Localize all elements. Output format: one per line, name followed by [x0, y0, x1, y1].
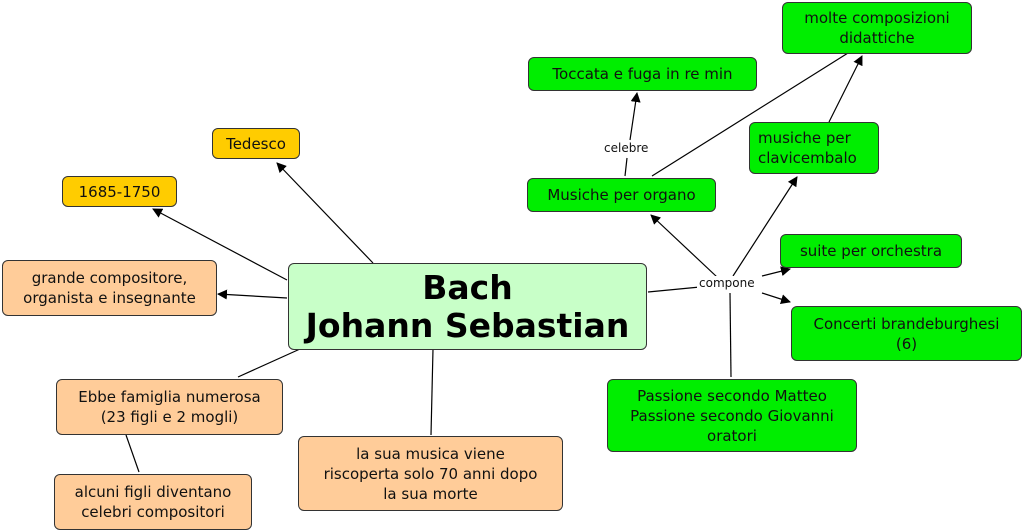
central-node-bach[interactable]: Bach Johann Sebastian [288, 263, 647, 350]
link-figli [125, 434, 140, 473]
link-tedesco [276, 162, 374, 264]
link-passione [729, 292, 732, 378]
node-suite-orchestra[interactable]: suite per orchestra [780, 234, 962, 268]
link-organo [650, 214, 718, 278]
node-riscoperta[interactable]: la sua musica viene riscoperta solo 70 a… [298, 436, 563, 511]
node-famiglia[interactable]: Ebbe famiglia numerosa (23 figli e 2 mog… [56, 379, 283, 435]
link-riscoperta [430, 348, 434, 436]
node-passione[interactable]: Passione secondo Matteo Passione secondo… [607, 379, 857, 452]
link-suite [761, 266, 791, 277]
link-organo-didattiche [651, 52, 849, 177]
link-label-compone: compone [697, 276, 757, 290]
link-didattiche [828, 55, 863, 123]
link-toccata [629, 92, 641, 141]
node-tedesco[interactable]: Tedesco [212, 128, 300, 159]
link-famiglia [237, 348, 301, 378]
link-grande [217, 289, 288, 300]
node-grande-compositore[interactable]: grande compositore, organista e insegnan… [2, 260, 217, 316]
node-composizioni-didattiche[interactable]: molte composizioni didattiche [782, 2, 972, 54]
node-figli[interactable]: alcuni figli diventano celebri composito… [54, 474, 252, 530]
node-concerti-brandeburghesi[interactable]: Concerti brandeburghesi (6) [791, 306, 1022, 361]
node-clavicembalo[interactable]: musiche per clavicembalo [749, 122, 879, 174]
link-celebre-a [624, 157, 628, 177]
link-compone [647, 286, 701, 293]
link-clavicembalo [732, 176, 798, 277]
link-dates [152, 208, 288, 281]
link-label-celebre: celebre [602, 141, 651, 155]
central-title-line2: Johann Sebastian [305, 305, 630, 345]
node-toccata[interactable]: Toccata e fuga in re min [528, 57, 757, 91]
node-dates[interactable]: 1685-1750 [62, 176, 177, 207]
node-musiche-organo[interactable]: Musiche per organo [527, 178, 716, 212]
central-title-line1: Bach [422, 267, 513, 307]
link-concerti [761, 292, 791, 305]
